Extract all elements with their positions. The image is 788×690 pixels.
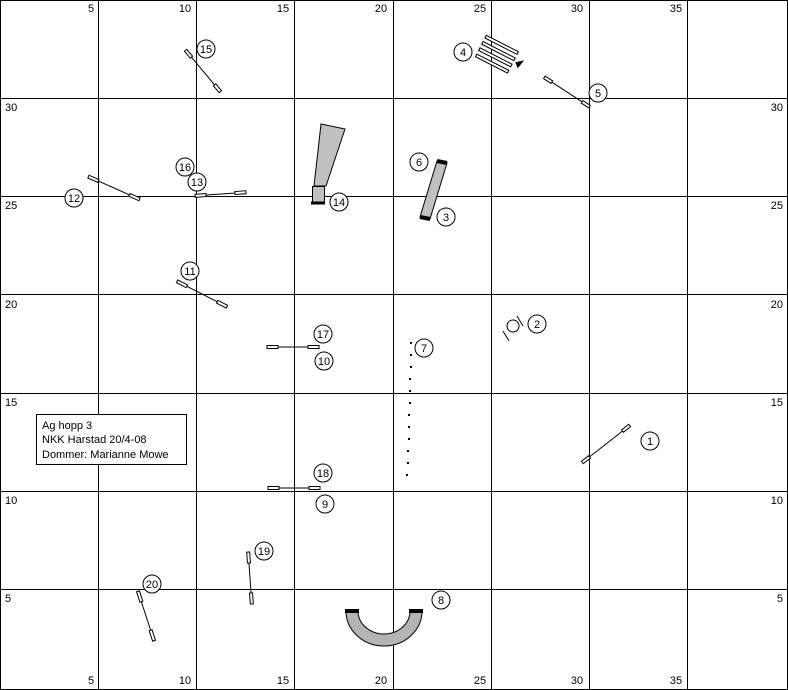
top-axis-label: 10 (179, 3, 191, 15)
jump-5[interactable] (542, 75, 592, 109)
number-label: 6 (416, 157, 422, 169)
left-axis-label: 10 (5, 495, 17, 507)
jump-20[interactable] (135, 590, 157, 642)
number-label: 11 (184, 266, 195, 278)
jump-12[interactable] (87, 174, 141, 202)
number-marker-17: 17 (313, 324, 333, 344)
number-marker-19: 19 (254, 541, 274, 561)
top-axis-label: 25 (474, 3, 486, 15)
number-label: 7 (421, 343, 427, 355)
curved-tunnel[interactable] (345, 609, 423, 647)
top-axis: 5 10 15 20 25 30 35 (88, 3, 682, 15)
top-axis-label: 35 (670, 3, 682, 15)
straight-tunnel[interactable] (419, 159, 448, 221)
jump-1[interactable] (580, 423, 632, 465)
number-label: 14 (333, 197, 345, 209)
left-axis-label: 15 (5, 397, 17, 409)
right-axis: 30 25 20 15 10 5 (771, 102, 783, 605)
long-jump-obstacle[interactable] (474, 34, 526, 77)
number-label: 3 (443, 212, 449, 224)
number-label: 8 (438, 595, 444, 607)
bottom-axis-label: 10 (179, 675, 191, 687)
number-label: 1 (647, 436, 653, 448)
obstacle-number-markers: 1 2 3 4 5 6 7 8 9 10 11 12 13 14 15 16 1… (64, 39, 660, 610)
number-marker-3: 3 (436, 207, 456, 227)
number-marker-2: 2 (527, 314, 547, 334)
number-label: 13 (191, 177, 203, 189)
right-axis-label: 10 (771, 495, 783, 507)
number-marker-18: 18 (313, 463, 333, 483)
jump-11[interactable] (175, 279, 229, 309)
jump-19[interactable] (246, 551, 254, 605)
bottom-axis-label: 35 (670, 675, 682, 687)
top-axis-label: 30 (571, 3, 583, 15)
number-label: 12 (68, 193, 80, 205)
number-label: 19 (258, 546, 270, 558)
jump-15[interactable] (183, 48, 223, 94)
number-marker-14: 14 (329, 192, 349, 212)
right-axis-label: 25 (771, 200, 783, 212)
event-name: NKK Harstad 20/4-08 (42, 434, 147, 446)
top-axis-label: 20 (375, 3, 387, 15)
number-marker-13: 13 (187, 172, 207, 192)
bottom-axis-label: 5 (88, 675, 94, 687)
number-marker-8: 8 (431, 590, 451, 610)
left-axis-label: 5 (5, 593, 11, 605)
bottom-axis-label: 30 (571, 675, 583, 687)
right-axis-label: 15 (771, 397, 783, 409)
number-label: 10 (318, 356, 330, 368)
number-marker-11: 11 (180, 261, 200, 281)
number-marker-6: 6 (409, 152, 429, 172)
bottom-axis-label: 20 (375, 675, 387, 687)
number-marker-9: 9 (315, 494, 335, 514)
number-label: 15 (200, 44, 212, 56)
number-label: 16 (179, 162, 191, 174)
number-marker-12: 12 (64, 188, 84, 208)
jump-9-18[interactable] (267, 486, 321, 490)
number-marker-10: 10 (314, 351, 334, 371)
left-axis: 30 25 20 15 10 5 (5, 102, 17, 605)
left-axis-label: 20 (5, 299, 17, 311)
number-marker-16: 16 (175, 157, 195, 177)
tire-obstacle[interactable] (502, 315, 524, 342)
number-marker-4: 4 (453, 42, 473, 62)
top-axis-label: 15 (277, 3, 289, 15)
course-info-box: Ag hopp 3 NKK Harstad 20/4-08 Dommer: Ma… (36, 414, 187, 465)
number-label: 2 (534, 319, 540, 331)
left-axis-label: 30 (5, 102, 17, 114)
number-marker-5: 5 (588, 83, 608, 103)
weave-poles[interactable] (406, 342, 412, 476)
number-marker-20: 20 (142, 574, 162, 594)
number-label: 18 (317, 468, 329, 480)
number-label: 9 (322, 499, 328, 511)
right-axis-label: 20 (771, 299, 783, 311)
number-marker-15: 15 (196, 39, 216, 59)
jump-13-16[interactable] (194, 190, 247, 198)
judge-name: Dommer: Marianne Mowe (42, 449, 169, 461)
number-marker-1: 1 (640, 431, 660, 451)
right-axis-label: 5 (777, 593, 783, 605)
jump-obstacles (87, 48, 632, 642)
number-marker-7: 7 (414, 338, 434, 358)
bottom-axis: 5 10 15 20 25 30 35 (88, 675, 682, 687)
number-label: 20 (146, 579, 158, 591)
bottom-axis-label: 15 (277, 675, 289, 687)
number-label: 17 (317, 329, 329, 341)
jump-10-17[interactable] (266, 345, 320, 349)
top-axis-label: 5 (88, 3, 94, 15)
left-axis-label: 25 (5, 200, 17, 212)
right-axis-label: 30 (771, 102, 783, 114)
collapsed-tunnel[interactable] (311, 123, 346, 205)
number-label: 5 (595, 88, 601, 100)
course-title: Ag hopp 3 (42, 420, 92, 432)
number-label: 4 (460, 47, 466, 59)
bottom-axis-label: 25 (474, 675, 486, 687)
